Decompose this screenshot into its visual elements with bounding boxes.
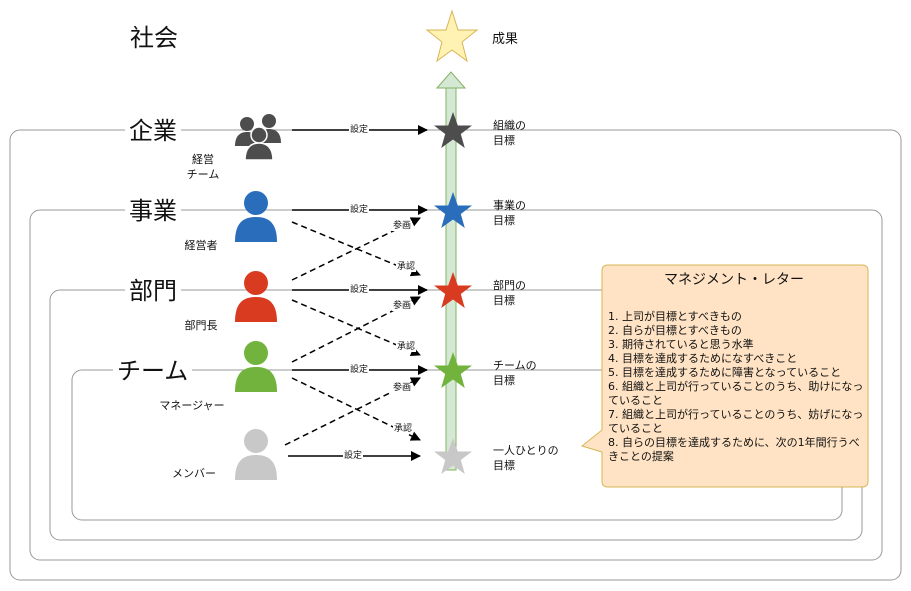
callout-item: 3. 期待されていると思う水準 (608, 338, 754, 351)
role-management-team: 経営 チーム (186, 153, 220, 181)
goal-team: チームの 目標 (493, 359, 537, 387)
approve-arrow-2 (291, 299, 421, 357)
role-dept-head: 部門長 (184, 319, 218, 332)
label-participate-3: 参画 (392, 383, 413, 393)
level-society: 社会 (126, 24, 182, 52)
label-set-team: 設定 (349, 365, 370, 375)
label-set-org: 設定 (349, 125, 370, 135)
role-team-manager: マネージャー (159, 399, 225, 412)
goal-result: 成果 (492, 32, 519, 47)
star-business-icon (434, 192, 472, 228)
goal-individual: 一人ひとりの 目標 (493, 444, 559, 472)
callout-title: マネジメント・レター (664, 272, 804, 288)
manager-person-icon (235, 191, 277, 242)
callout-item: 5. 目標を達成するために障害となっていること (608, 366, 842, 379)
management-letter-callout (580, 264, 869, 488)
label-set-business: 設定 (349, 205, 370, 215)
star-team-icon (434, 352, 472, 388)
callout-item: 8. 自らの目標を達成するために、次の1年間行うべきことの提案 (608, 436, 860, 463)
callout-item: 7. 組織と上司が行っていることのうち、妨げになっていること (608, 408, 864, 435)
callout-item: 2. 自らが目標とすべきもの (608, 324, 742, 337)
goal-department: 部門の 目標 (493, 279, 526, 307)
level-company: 企業 (125, 117, 181, 145)
level-business: 事業 (125, 197, 181, 225)
star-individual-icon (434, 438, 472, 474)
level-team: チーム (113, 357, 193, 385)
role-member: メンバー (172, 467, 216, 480)
team-manager-person-icon (235, 341, 277, 392)
approve-arrow-3 (291, 377, 421, 441)
callout-list: 1. 上司が目標とすべきもの 2. 自らが目標とすべきもの 3. 期待されている… (608, 310, 868, 464)
label-participate-1: 参画 (392, 221, 413, 231)
participate-arrow-1 (291, 217, 421, 281)
star-result-icon (425, 9, 479, 63)
goal-business: 事業の 目標 (493, 199, 526, 227)
label-approve-3: 承認 (393, 424, 414, 434)
label-set-department: 設定 (349, 285, 370, 295)
star-department-icon (434, 272, 472, 308)
callout-item: 1. 上司が目標とすべきもの (608, 310, 742, 323)
label-participate-2: 参画 (392, 301, 413, 311)
label-set-individual: 設定 (343, 451, 364, 461)
dept-head-person-icon (235, 271, 277, 322)
callout-item: 4. 目標を達成するためになすべきこと (608, 352, 798, 365)
participate-arrow-2 (291, 296, 421, 363)
level-department: 部門 (125, 277, 181, 305)
member-person-icon (235, 429, 277, 480)
role-manager: 経営者 (184, 239, 218, 252)
star-org-icon (434, 112, 472, 148)
label-approve-1: 承認 (396, 262, 417, 272)
label-approve-2: 承認 (396, 342, 417, 352)
callout-item: 6. 組織と上司が行っていることのうち、助けになっていること (608, 380, 864, 407)
goal-org: 組織の 目標 (493, 119, 526, 147)
management-team-icon (235, 114, 281, 161)
